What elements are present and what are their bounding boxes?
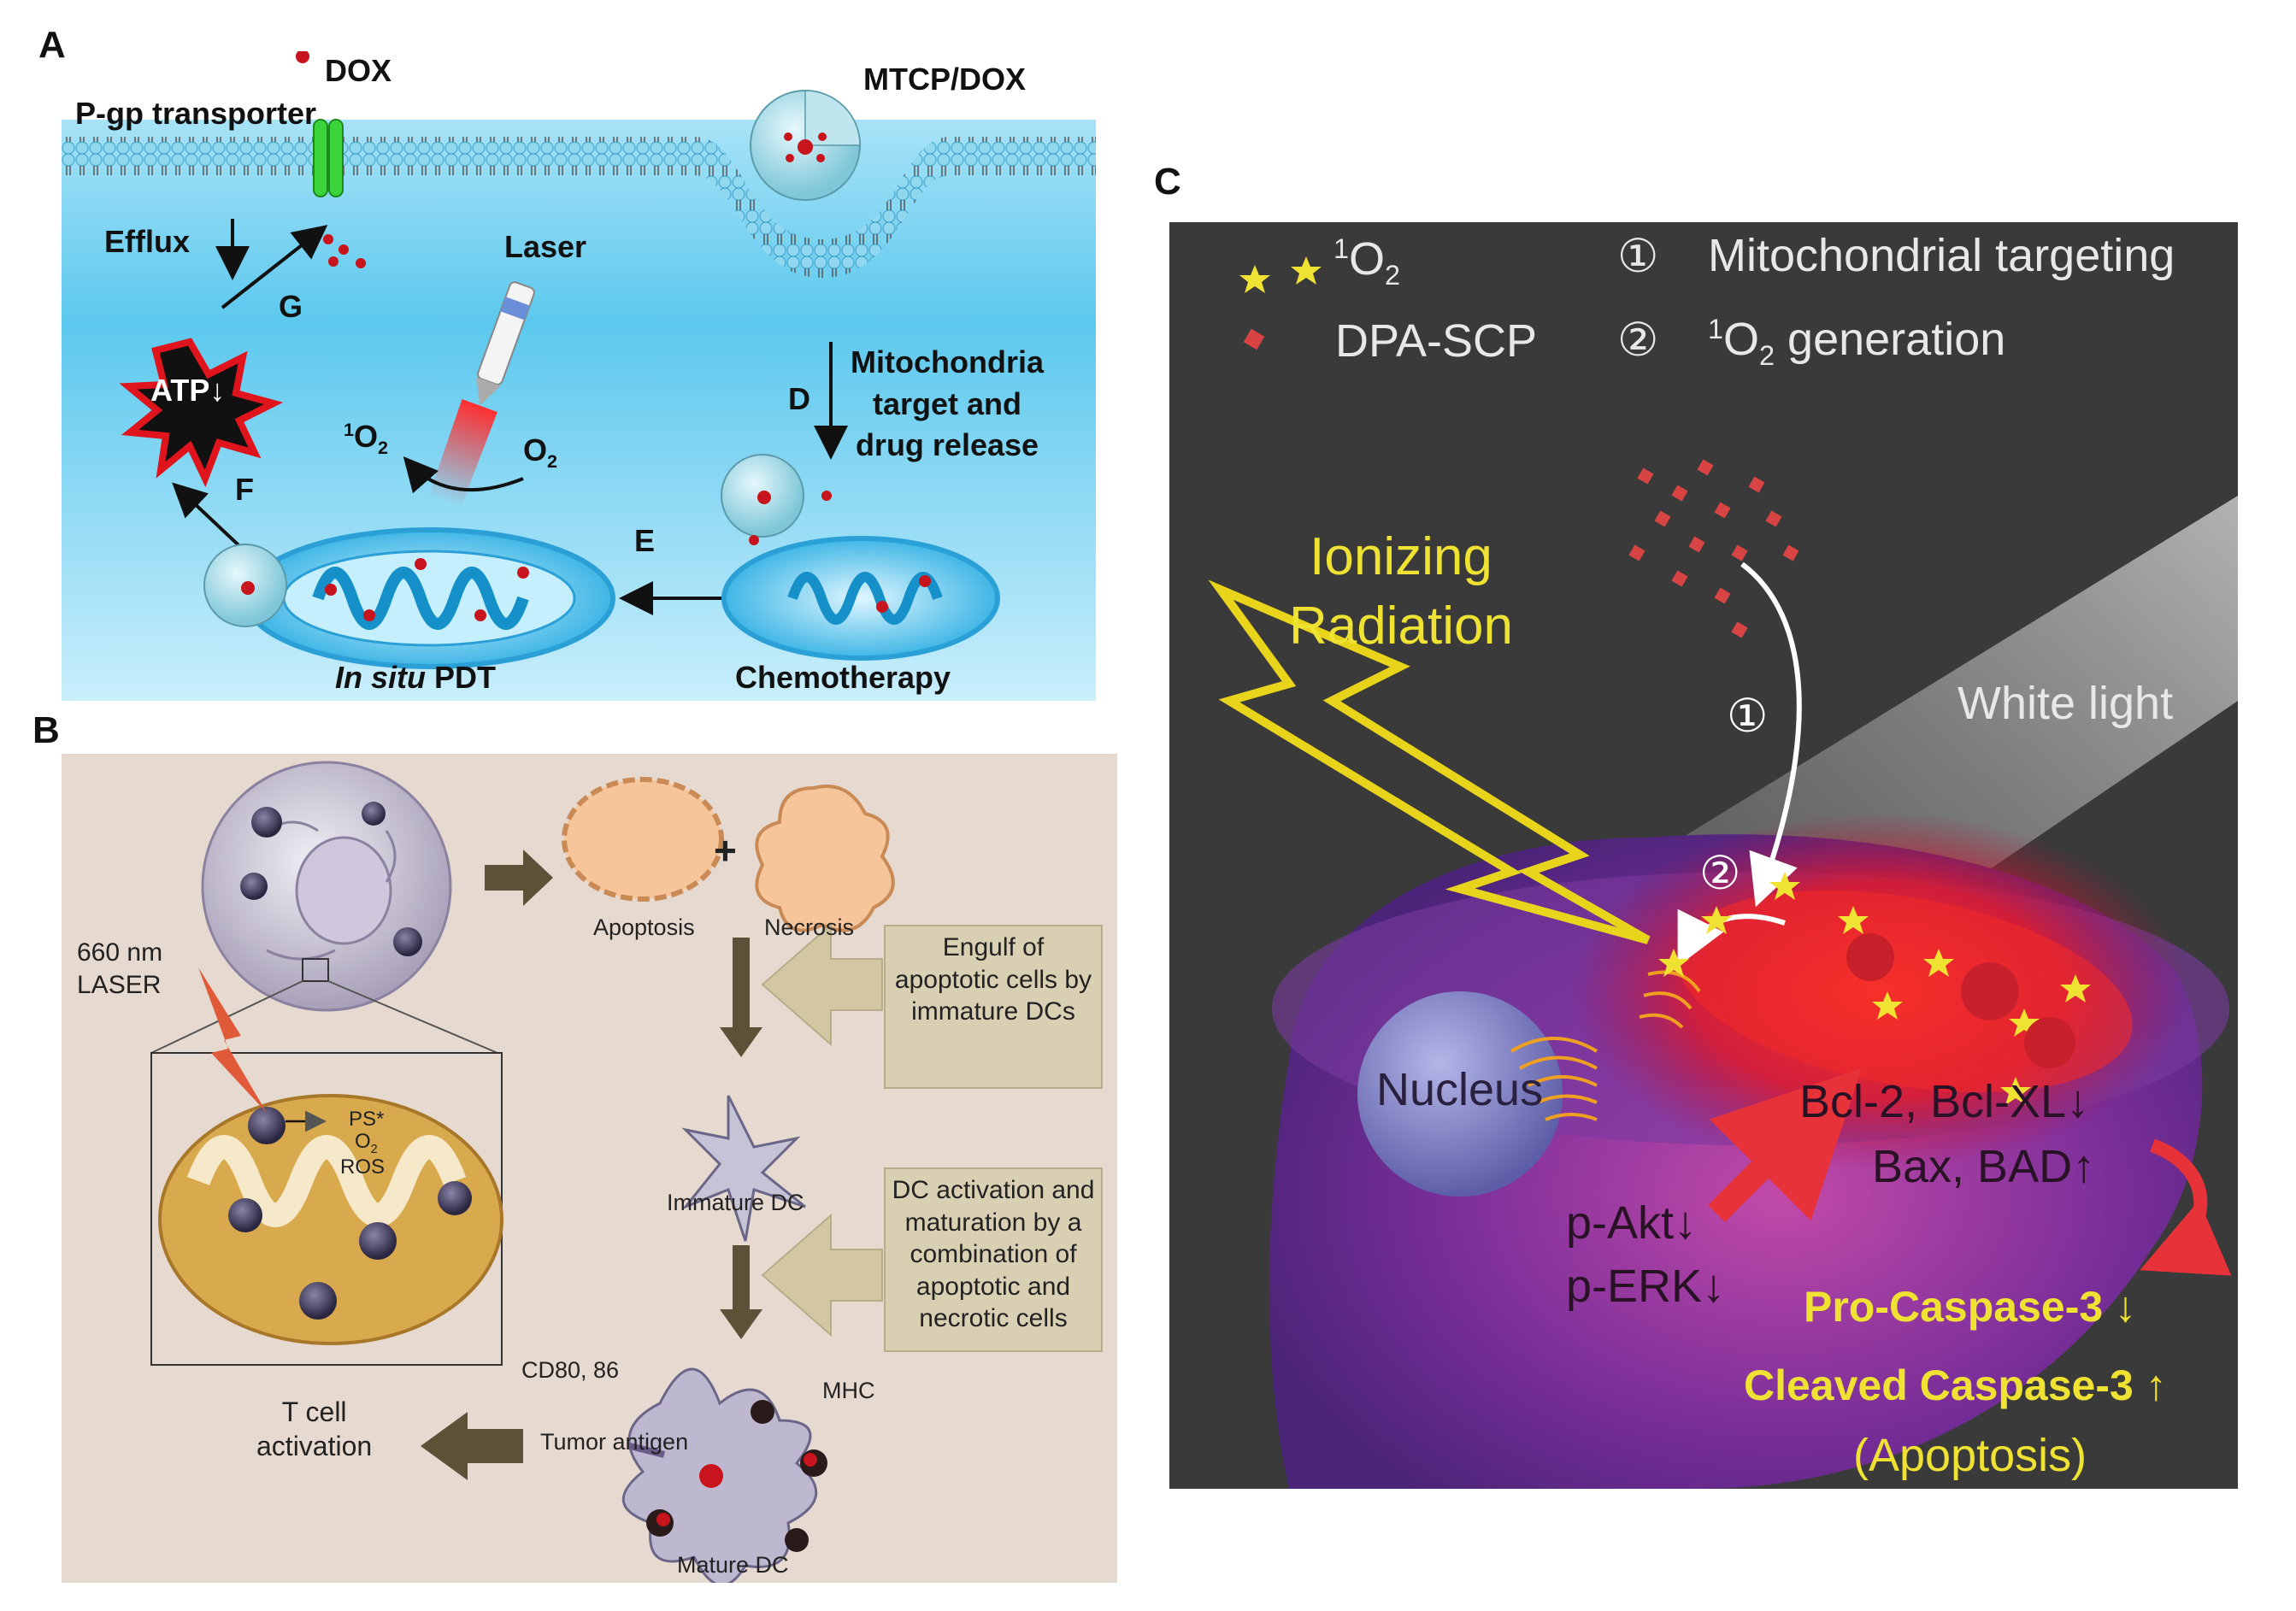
marker-step1: ① xyxy=(1727,691,1769,742)
step2-number: ② xyxy=(1617,315,1659,366)
atp-label: ATP↓ xyxy=(150,373,226,408)
step-e-label: E xyxy=(634,523,656,558)
pgp-transporter-shape xyxy=(313,119,328,197)
necrosis-label: Necrosis xyxy=(764,914,855,940)
insitu-pdt-label: In situ PDT xyxy=(335,660,497,695)
dpa-scp-legend-icon xyxy=(1243,328,1265,350)
apoptosis-cell xyxy=(562,777,724,902)
singlet-oxygen-legend-icon xyxy=(1239,265,1270,293)
mito-particle-clusters xyxy=(1846,933,2075,1068)
t-cell-activation-label: T cell activation xyxy=(256,1396,373,1461)
panel-c-diagram xyxy=(1169,222,2238,1489)
step-g-label: G xyxy=(279,289,303,324)
laser-660-label: 660 nm LASER xyxy=(77,938,163,999)
ionizing-radiation-label: Ionizing Radiation xyxy=(1289,527,1513,656)
step-f-label: F xyxy=(235,472,254,507)
panel-b-label: B xyxy=(32,709,60,751)
dpa-scp-particles xyxy=(1628,459,1799,638)
panel-a-diagram xyxy=(62,51,1096,701)
mitochondrion-right xyxy=(721,536,1000,661)
oxygen-label: O2 xyxy=(523,432,558,473)
legend-dpa-scp: DPA-SCP xyxy=(1335,315,1538,367)
bax-label: Bax, BAD↑ xyxy=(1872,1141,2096,1192)
chemotherapy-label: Chemotherapy xyxy=(735,660,951,695)
singlet-oxygen-label: 1O2 xyxy=(344,419,389,459)
inset-o2-label: O2 xyxy=(355,1130,378,1156)
laser-pen xyxy=(428,281,535,509)
pgp-transporter-label: P-gp transporter xyxy=(75,96,317,131)
dox-label: DOX xyxy=(325,53,392,88)
legend-singlet-oxygen: 1O2 xyxy=(1333,233,1401,291)
necrosis-cell xyxy=(755,785,895,932)
cleaved-caspase-label: Cleaved Caspase-3 ↑ xyxy=(1744,1361,2167,1409)
panel-a-label: A xyxy=(38,24,66,66)
step1-text: Mitochondrial targeting xyxy=(1708,230,2175,281)
apoptosis-label: Apoptosis xyxy=(593,914,695,940)
lightning-bolt xyxy=(1208,579,1651,944)
panel-c-label: C xyxy=(1154,161,1181,203)
bcl-label: Bcl-2, Bcl-XL↓ xyxy=(1799,1076,2090,1127)
plus-sign: + xyxy=(714,828,737,873)
step2-text: 1O2 generation xyxy=(1708,314,2006,371)
immature-dc xyxy=(681,1095,806,1242)
p-erk-label: p-ERK↓ xyxy=(1566,1261,1726,1312)
efflux-label: Efflux xyxy=(104,224,191,259)
engulf-box: Engulf of apoptotic cells by immature DC… xyxy=(884,925,1103,1089)
white-light-label: White light xyxy=(1957,678,2174,729)
p-akt-label: p-Akt↓ xyxy=(1566,1197,1698,1249)
dox-dot xyxy=(296,51,309,63)
mature-dc-label: Mature DC xyxy=(677,1552,789,1578)
step-d-label: D xyxy=(788,381,810,416)
cd80-label: CD80, 86 xyxy=(521,1357,620,1383)
tumor-antigen-label: Tumor antigen xyxy=(540,1429,689,1455)
step1-number: ① xyxy=(1617,231,1659,282)
ps-label: PS* xyxy=(349,1108,385,1131)
laser-label: Laser xyxy=(504,229,587,264)
pro-caspase-label: Pro-Caspase-3 ↓ xyxy=(1804,1283,2137,1331)
ros-label: ROS xyxy=(340,1155,386,1179)
mito-target-text: Mitochondria target and drug release xyxy=(851,344,1044,463)
mtcp-dox-label: MTCP/DOX xyxy=(863,62,1027,97)
atp-burst xyxy=(119,338,284,488)
mhc-label: MHC xyxy=(822,1378,875,1403)
marker-step2: ② xyxy=(1699,848,1741,899)
dc-activation-box: DC activation and maturation by a combin… xyxy=(884,1167,1103,1352)
laser-bolt xyxy=(198,967,267,1113)
nucleus-label: Nucleus xyxy=(1376,1064,1544,1115)
immature-dc-label: Immature DC xyxy=(667,1190,804,1215)
apoptosis-c-label: (Apoptosis) xyxy=(1853,1430,2087,1481)
nucleus xyxy=(1357,991,1563,1196)
